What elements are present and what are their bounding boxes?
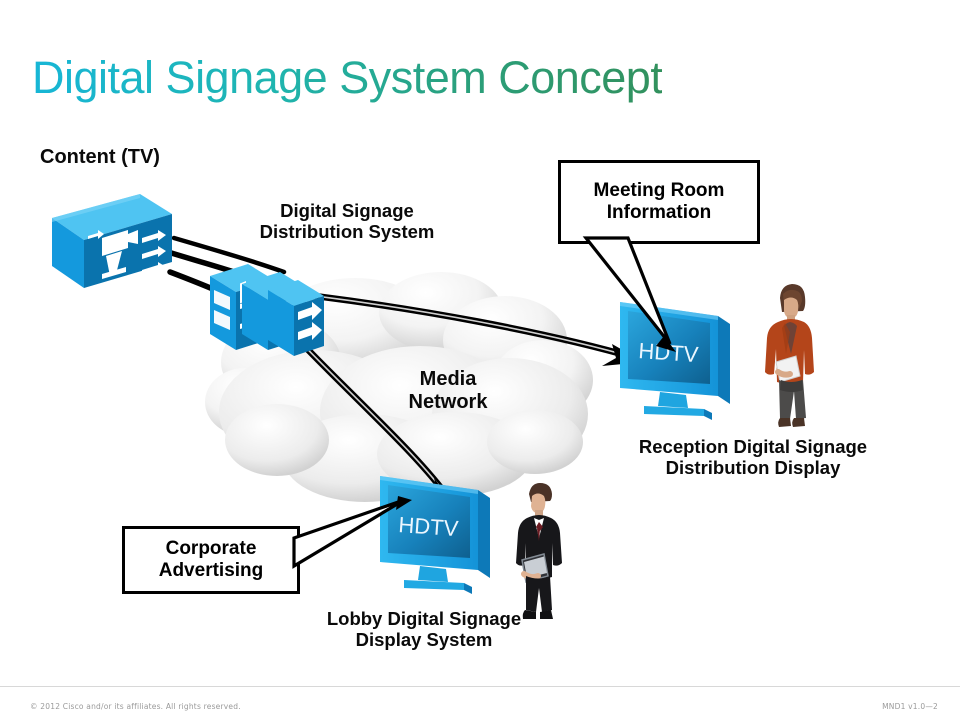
- hdtv-display-icon-lobby: HDTV: [380, 476, 490, 594]
- video-content-server-icon: [52, 194, 172, 288]
- label-media-network: Media Network: [408, 368, 488, 414]
- page-title: Digital Signage System Concept: [32, 52, 663, 103]
- person-woman-figure: [765, 284, 814, 435]
- reception-screen-text: HDTV: [638, 338, 700, 367]
- person-man-figure: [516, 483, 562, 625]
- callout-meeting-room: Meeting Room Information: [558, 160, 760, 244]
- callout-corporate-advertising: Corporate Advertising: [122, 526, 300, 594]
- footer-doc-code: MND1 v1.0—2: [882, 702, 938, 711]
- footer-copyright: © 2012 Cisco and/or its affiliates. All …: [30, 702, 241, 711]
- hdtv-display-icon-reception: HDTV: [620, 302, 730, 420]
- lobby-screen-text: HDTV: [398, 512, 460, 541]
- label-lobby-display: Lobby Digital Signage Display System: [326, 608, 522, 651]
- label-distribution-system: Digital Signage Distribution System: [259, 200, 435, 243]
- footer-divider: [0, 686, 960, 687]
- label-content-tv: Content (TV): [40, 146, 160, 168]
- digital-media-distribution-icon: [210, 264, 324, 356]
- label-reception-display: Reception Digital Signage Distribution D…: [638, 436, 868, 479]
